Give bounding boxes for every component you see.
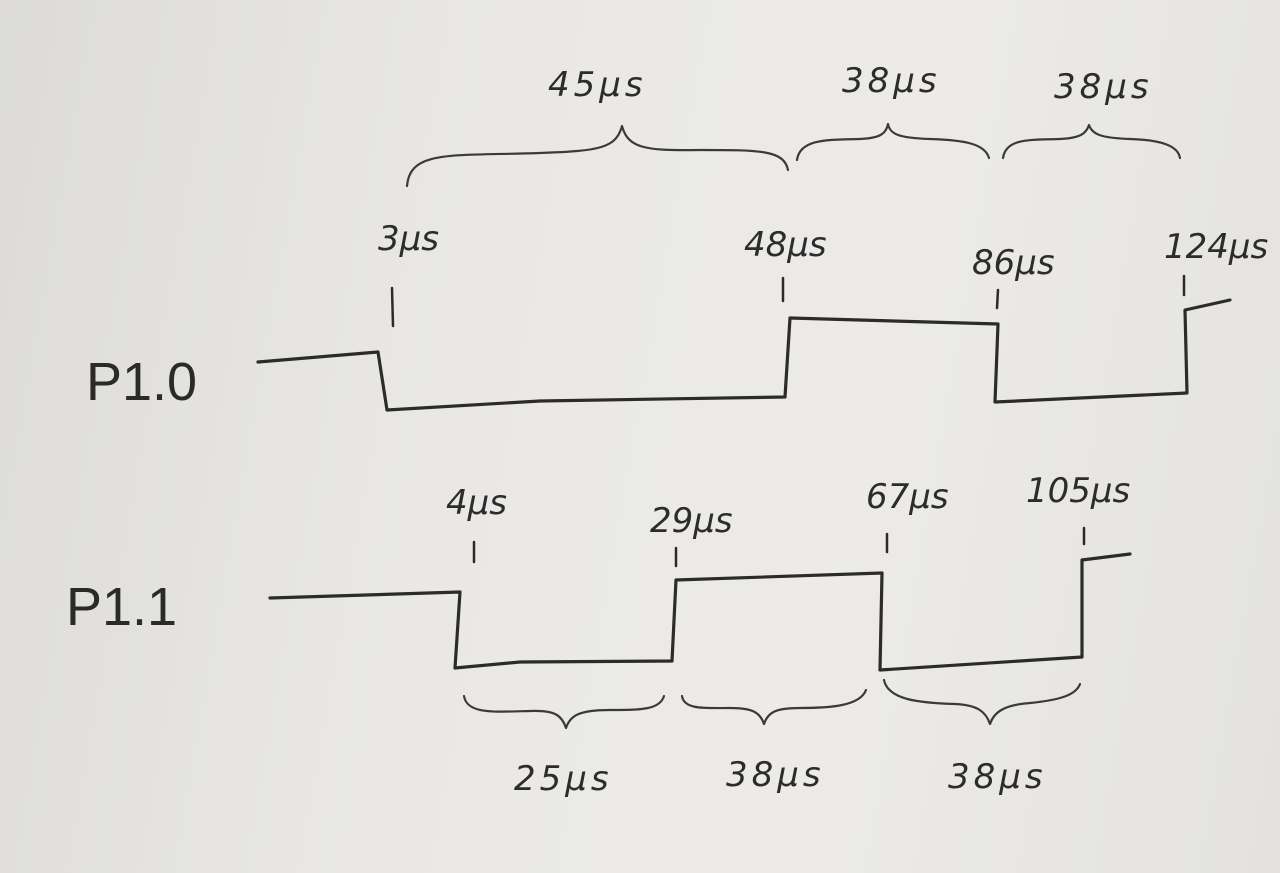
interval-brace-p1-1-third	[882, 678, 1082, 726]
interval-label-p1-1-second: 38μs	[726, 755, 825, 795]
edge-label-p1-1-105us: 105μs	[1026, 471, 1130, 511]
interval-label-p1-0-third: 38μs	[1054, 67, 1153, 107]
edge-tick-p1-0-86us	[995, 288, 1000, 310]
waveform-p1-0	[256, 298, 1232, 412]
interval-brace-p1-0-first	[405, 124, 790, 188]
interval-brace-p1-0-second	[795, 122, 991, 162]
edge-label-p1-1-29us: 29μs	[650, 501, 733, 541]
signal-p1-0: P1.0 3μs 48μs 86μs 124μs 45μs 38μs 38μs	[86, 61, 1268, 412]
edge-label-p1-1-67us: 67μs	[866, 477, 949, 517]
signal-p1-1: P1.1 4μs 29μs 67μs 105μs 25μs 38μs 38μs	[66, 471, 1132, 799]
interval-label-p1-0-first: 45μs	[548, 65, 647, 105]
interval-brace-p1-1-first	[462, 694, 666, 730]
edge-label-p1-1-4us: 4μs	[446, 483, 507, 523]
signal-label-p1-1: P1.1	[66, 577, 177, 637]
signal-label-p1-0: P1.0	[86, 352, 197, 412]
interval-brace-p1-0-third	[1001, 123, 1182, 160]
interval-label-p1-1-first: 25μs	[514, 759, 613, 799]
interval-brace-p1-1-second	[680, 688, 868, 726]
waveform-p1-1	[268, 552, 1132, 672]
edge-label-p1-0-124us: 124μs	[1164, 227, 1268, 267]
interval-label-p1-0-second: 38μs	[842, 61, 941, 101]
edge-tick-p1-0-3us	[390, 286, 395, 328]
edge-label-p1-0-86us: 86μs	[972, 243, 1055, 283]
edge-label-p1-0-48us: 48μs	[744, 225, 827, 265]
edge-label-p1-0-3us: 3μs	[378, 219, 439, 259]
interval-label-p1-1-third: 38μs	[948, 757, 1047, 797]
